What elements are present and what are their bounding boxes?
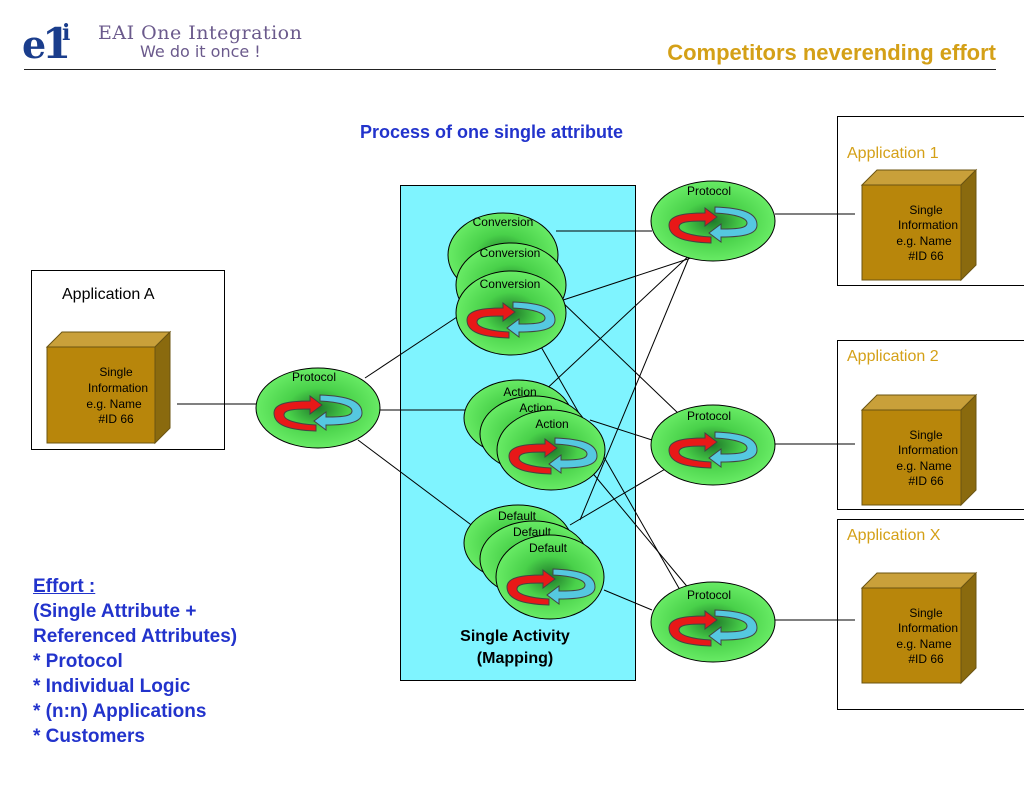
effort-line-5: * (n:n) Applications — [33, 701, 207, 722]
cube-a-line-3: e.g. Name — [86, 397, 142, 411]
connector-lines — [177, 213, 855, 621]
action-label-1: Action — [503, 385, 536, 399]
protocol-app-1-label: Protocol — [687, 184, 731, 198]
action-node-stack: Action Action Action — [463, 379, 606, 491]
effort-title: Effort : — [33, 576, 96, 597]
cube-x-line-2: Information — [898, 621, 958, 635]
protocol-node-app-2: Protocol — [650, 404, 776, 486]
cube-a-line-2: Information — [88, 381, 148, 395]
protocol-node-left: Protocol — [255, 367, 381, 449]
cube-2-line-4: #ID 66 — [908, 474, 944, 488]
cube-1-line-4: #ID 66 — [908, 249, 944, 263]
cube-1-line-2: Information — [898, 218, 958, 232]
application-a-title: Application A — [62, 286, 155, 303]
default-node-stack: Default Default Default — [463, 504, 605, 620]
mapping-label-line-2: (Mapping) — [476, 650, 554, 667]
cube-a-line-1: Single — [99, 365, 133, 379]
cube-2-line-1: Single — [909, 428, 943, 442]
protocol-left-label: Protocol — [292, 370, 336, 384]
action-label-3: Action — [535, 417, 568, 431]
svg-text:1: 1 — [42, 19, 71, 64]
protocol-node-app-x: Protocol — [650, 581, 776, 663]
application-2-title: Application 2 — [847, 348, 939, 365]
company-logo: e 1 i — [22, 12, 74, 68]
svg-text:i: i — [62, 20, 70, 46]
cube-a-line-4: #ID 66 — [98, 412, 134, 426]
info-cube-app-x: Single Information e.g. Name #ID 66 — [860, 571, 978, 685]
slide-title: Competitors neverending effort — [667, 40, 996, 65]
info-cube-app-a: Single Information e.g. Name #ID 66 — [45, 330, 172, 445]
logo-tagline: We do it once ! — [140, 42, 261, 61]
protocol-app-x-label: Protocol — [687, 588, 731, 602]
svg-text:e: e — [22, 22, 46, 64]
cube-1-line-1: Single — [909, 203, 943, 217]
effort-line-3: * Protocol — [33, 651, 123, 672]
effort-line-4: * Individual Logic — [33, 676, 191, 697]
info-cube-app-2: Single Information e.g. Name #ID 66 — [860, 393, 978, 507]
application-1-title: Application 1 — [847, 145, 939, 162]
conversion-label-2: Conversion — [480, 246, 541, 260]
default-label-3: Default — [529, 541, 568, 555]
cube-1-line-3: e.g. Name — [896, 234, 952, 248]
logo-title: EAI One Integration — [98, 22, 303, 44]
process-title: Process of one single attribute — [360, 122, 624, 142]
cube-2-line-2: Information — [898, 443, 958, 457]
effort-line-6: * Customers — [33, 726, 145, 747]
mapping-label: Single Activity (Mapping) — [420, 626, 610, 670]
default-label-1: Default — [498, 509, 537, 523]
cube-x-line-4: #ID 66 — [908, 652, 944, 666]
conversion-node-stack: Conversion Conversion Conversion — [447, 212, 567, 356]
protocol-app-2-label: Protocol — [687, 409, 731, 423]
cube-x-line-1: Single — [909, 606, 943, 620]
cube-x-line-3: e.g. Name — [896, 637, 952, 651]
cube-2-line-3: e.g. Name — [896, 459, 952, 473]
header-divider — [24, 69, 996, 70]
mapping-label-line-1: Single Activity — [460, 628, 570, 645]
effort-list: Effort : (Single Attribute + Referenced … — [33, 574, 237, 749]
conversion-label-1: Conversion — [473, 215, 534, 229]
application-x-title: Application X — [847, 527, 941, 544]
conversion-label-3: Conversion — [480, 277, 541, 291]
info-cube-app-1: Single Information e.g. Name #ID 66 — [860, 168, 978, 282]
effort-line-2: Referenced Attributes) — [33, 626, 238, 647]
effort-line-1: (Single Attribute + — [33, 601, 197, 622]
protocol-node-app-1: Protocol — [650, 180, 776, 262]
